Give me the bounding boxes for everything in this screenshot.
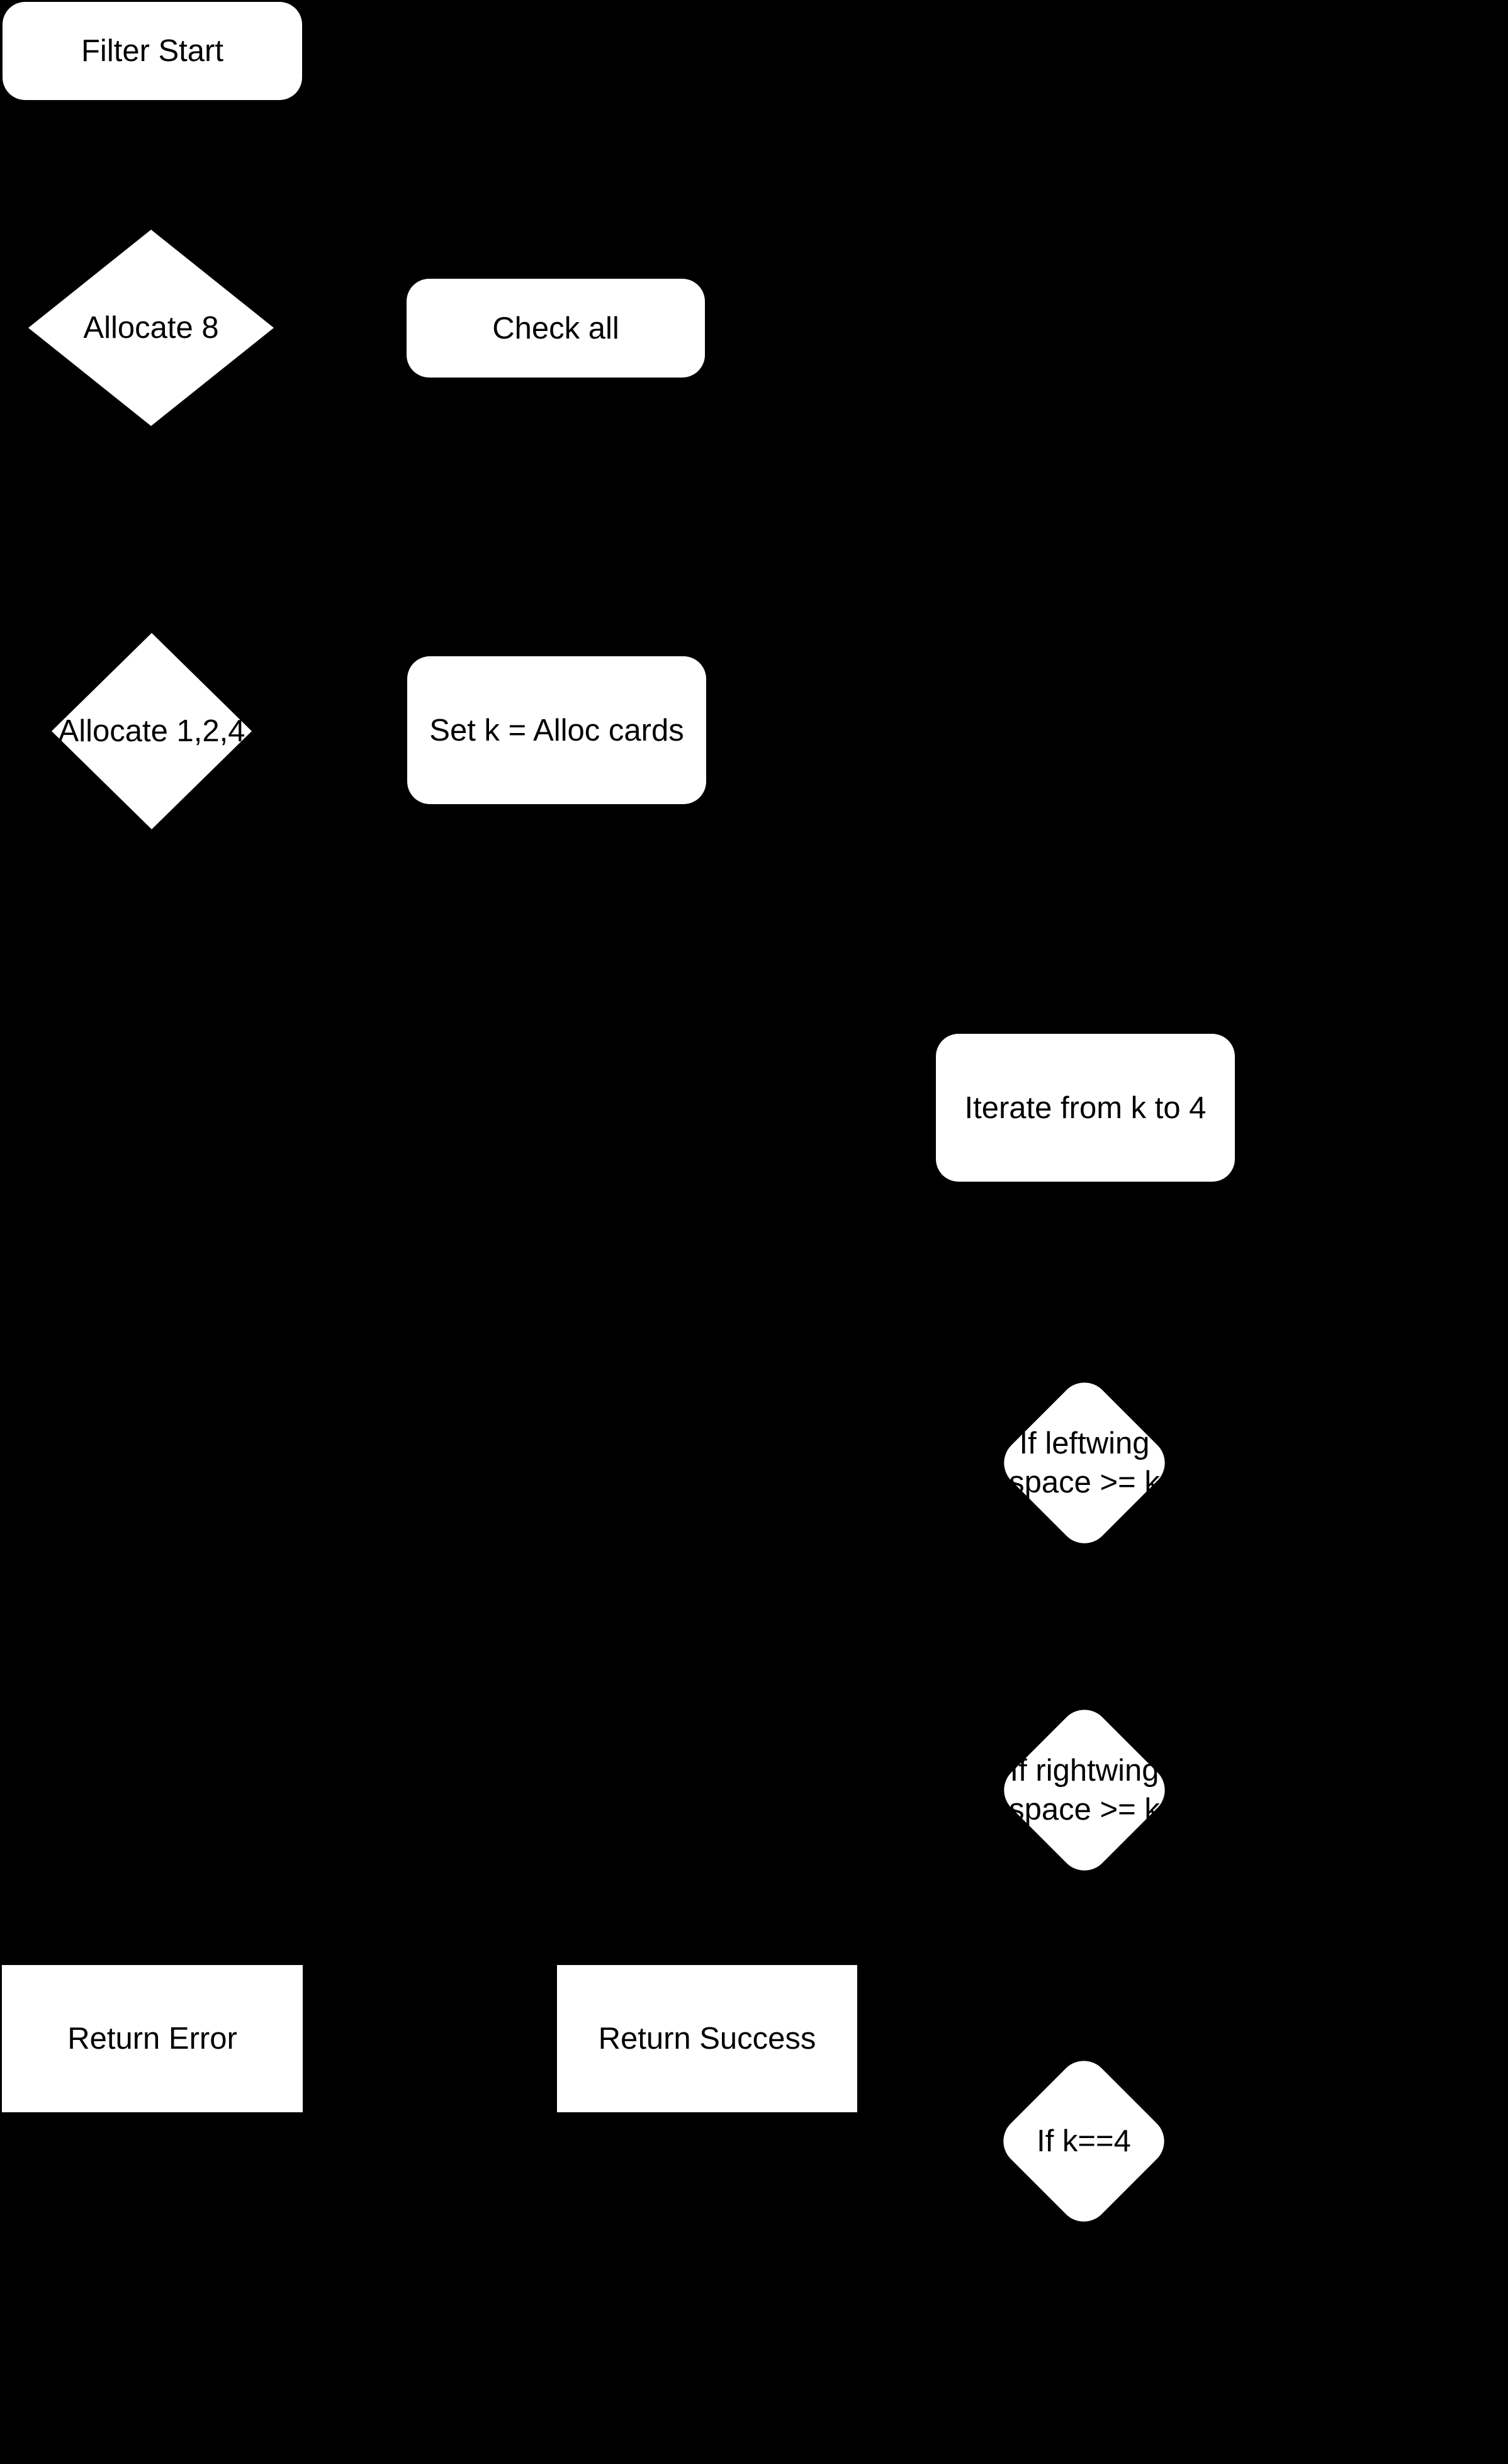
node-label: Filter Start [81, 34, 223, 68]
rounded-rect-shape [936, 1034, 1235, 1182]
node-return-error: Return Error [2, 1965, 303, 2112]
node-label: Allocate 1,2,4 [58, 714, 245, 748]
node-set-k: Set k = Alloc cards [407, 656, 706, 804]
node-label: If leftwing space >= k [994, 1372, 1174, 1554]
node-return-success: Return Success [557, 1965, 857, 2112]
rect-shape [557, 1965, 857, 2112]
node-label: Return Error [67, 2022, 237, 2056]
node-label: If rightwing space >= k [994, 1699, 1174, 1881]
node-if-leftwing: If leftwing space >= k [993, 1372, 1176, 1554]
node-label: Iterate from k to 4 [964, 1090, 1207, 1125]
node-label-line1: If rightwing [1010, 1754, 1159, 1788]
rounded-rect-shape [407, 279, 705, 378]
node-label-line2: space >= k [1009, 1793, 1160, 1827]
node-label: Set k = Alloc cards [429, 713, 684, 748]
node-filter-start: Filter Start [3, 2, 302, 100]
node-label: If k==4 [1037, 2124, 1131, 2158]
node-label: Check all [492, 311, 619, 345]
node-check-all: Check all [407, 279, 705, 378]
node-label: Allocate 8 [83, 311, 219, 345]
node-allocate-8: Allocate 8 [28, 230, 274, 426]
node-if-k-equals-4: If k==4 [993, 2050, 1175, 2232]
node-label-line1: If leftwing [1019, 1426, 1150, 1460]
node-iterate-k-to-4: Iterate from k to 4 [936, 1034, 1235, 1182]
rounded-rect-shape [407, 656, 706, 804]
node-if-rightwing: If rightwing space >= k [993, 1699, 1176, 1881]
node-allocate-124: Allocate 1,2,4 [52, 633, 252, 829]
rect-shape [2, 1965, 303, 2112]
node-label-line2: space >= k [1009, 1465, 1160, 1499]
node-label: Return Success [598, 2022, 816, 2056]
rounded-rect-shape [3, 2, 302, 100]
